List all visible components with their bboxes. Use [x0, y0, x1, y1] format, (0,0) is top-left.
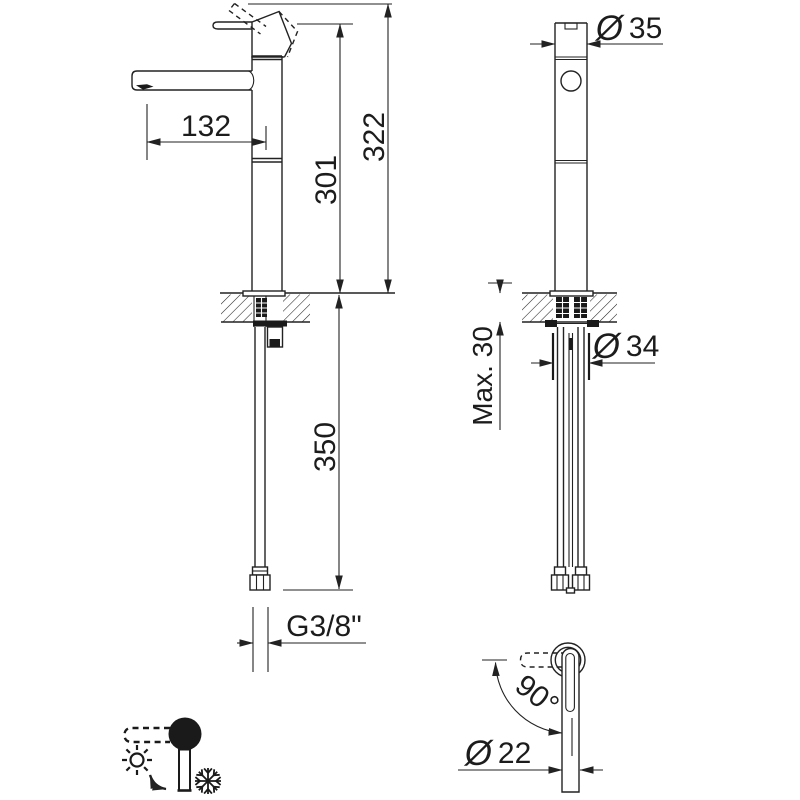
dim-301-label: 301 [310, 155, 343, 205]
side-view [131, 2, 395, 591]
curved-double-arrow-icon [148, 774, 167, 791]
dim-max-deck-thickness: Max. 30 [467, 279, 512, 430]
sun-icon [122, 745, 152, 775]
dim-90deg-label: 90° [509, 669, 565, 723]
dim-handle-rotation: 90° [482, 659, 565, 736]
side-view-dimensions: 132 301 322 350 G3/8" [146, 3, 392, 672]
handle-lever-raised-dashed [228, 2, 299, 58]
dim-connection-thread: G3/8" [237, 607, 366, 672]
handle-alternate-position-dashed [519, 652, 566, 668]
dim-132-label: 132 [181, 110, 231, 143]
dim-hose-length: 350 [283, 294, 353, 591]
handle-lever-top [561, 647, 580, 793]
dim-overall-height: 322 [248, 3, 392, 294]
faucet-body-side [251, 55, 283, 293]
faucet-body-front [554, 22, 588, 293]
hose-fitting-nut [249, 574, 271, 591]
washer [253, 320, 287, 327]
countertop-front [522, 292, 617, 323]
temperature-control-symbol [122, 717, 222, 795]
dim-height-to-spout: 301 [297, 23, 353, 294]
lever-end-front [564, 22, 578, 30]
dim-g38-label: G3/8" [286, 610, 362, 643]
dim-spout-reach: 132 [146, 104, 267, 160]
spout [131, 70, 255, 91]
snowflake-icon [194, 767, 222, 795]
handle-knob-filled [168, 717, 202, 751]
dim-322-label: 322 [358, 112, 391, 162]
mounting-hardware-side [242, 290, 287, 348]
aerator-notch [136, 84, 154, 90]
front-view [522, 22, 617, 594]
supply-hose-side [249, 327, 271, 591]
spout-outlet-front [560, 70, 582, 92]
handle-hot-position-dashed [123, 726, 170, 744]
mounting-hardware-front [545, 290, 599, 380]
dim-max30-label: Max. 30 [467, 326, 498, 426]
dim-350-label: 350 [309, 422, 342, 472]
handle-lever-side [212, 10, 293, 58]
countertop-side [220, 292, 395, 323]
supply-hoses-front [550, 327, 591, 594]
handle-lever-symbol [178, 748, 191, 792]
